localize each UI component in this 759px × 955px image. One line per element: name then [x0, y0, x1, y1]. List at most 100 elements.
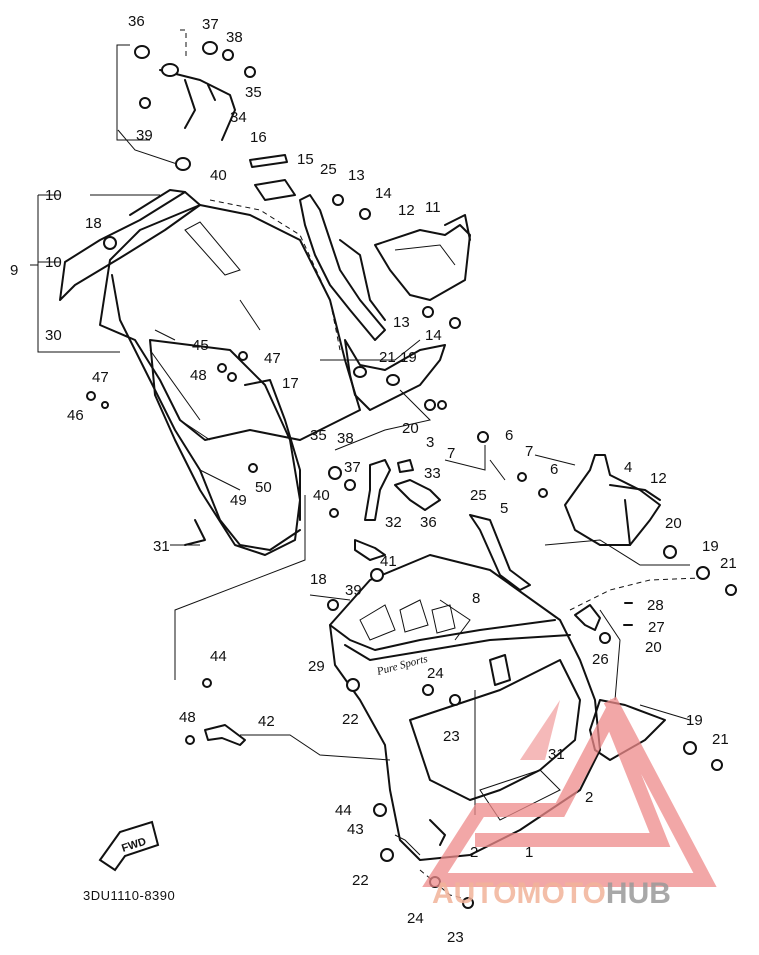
callout-label: 27 [648, 619, 665, 636]
callout-label: 25 [320, 161, 337, 178]
callout-label: 7 [447, 445, 455, 462]
callout-label: 42 [258, 713, 275, 730]
part-pipe-25 [299, 194, 386, 341]
callout-label: 25 [470, 487, 487, 504]
callout-label: 44 [335, 802, 352, 819]
part-clip-42 [204, 724, 246, 746]
callout-label: 47 [92, 369, 109, 386]
callout-label: 48 [190, 367, 207, 384]
fwd-arrow: FWD [98, 820, 160, 872]
callout-label: 23 [447, 929, 464, 946]
callout-label: 24 [407, 910, 424, 927]
callout-label: 12 [650, 470, 667, 487]
callout-label: 11 [425, 199, 441, 216]
part-bracket-26-27-28 [574, 602, 633, 631]
callout-label: 14 [375, 185, 392, 202]
callout-label: 8 [472, 590, 480, 607]
callout-label: 5 [500, 500, 508, 517]
decal-text: Pure Sports [375, 653, 429, 678]
callout-label: 23 [443, 728, 460, 745]
callout-label: 30 [45, 327, 62, 344]
callout-label: 39 [345, 582, 362, 599]
callout-label: 38 [337, 430, 354, 447]
callout-label: 43 [347, 821, 364, 838]
callout-label: 37 [202, 16, 219, 33]
callout-label: 45 [192, 337, 209, 354]
callout-label: 39 [136, 127, 153, 144]
callout-label: 32 [385, 514, 402, 531]
part-plate-15-16 [249, 154, 296, 201]
callout-label: 37 [344, 459, 361, 476]
callout-label: 31 [548, 746, 565, 763]
callout-label: 20 [645, 639, 662, 656]
callout-label: 2 [585, 789, 593, 806]
callout-label: 36 [128, 13, 145, 30]
watermark-text-2: HUB [606, 877, 671, 910]
part-hoses-32-33-41 [354, 459, 531, 591]
callout-label: 31 [153, 538, 170, 555]
part-small-fasteners [86, 194, 737, 909]
callout-label: 40 [210, 167, 227, 184]
callout-label: 49 [230, 492, 247, 509]
callout-label: 21 [712, 731, 729, 748]
part-duct-11-12 [374, 214, 471, 301]
part-windshield-10 [59, 189, 201, 301]
callout-label: 13 [348, 167, 365, 184]
callout-label: 18 [85, 215, 102, 232]
callout-label: 19 [686, 712, 703, 729]
callout-label: 18 [310, 571, 327, 588]
callout-label: 16 [250, 129, 267, 146]
callout-label: 15 [297, 151, 314, 168]
callout-label: 10 [45, 187, 62, 204]
callout-label: 10 [45, 254, 62, 271]
callout-label: 1 [525, 844, 533, 861]
callout-label: 9 [10, 262, 18, 279]
callout-label: 2 [470, 844, 478, 861]
callout-label: 21 [379, 349, 396, 366]
callout-label: 41 [380, 553, 397, 570]
callout-label: 46 [67, 407, 84, 424]
callout-label: 22 [352, 872, 369, 889]
callout-label: 35 [310, 427, 327, 444]
callout-label: 44 [210, 648, 227, 665]
callout-label: 20 [402, 420, 419, 437]
callout-label: 33 [424, 465, 441, 482]
callout-label: 4 [624, 459, 632, 476]
callout-label: 47 [264, 350, 281, 367]
svg-text:AUTOMOTOHUB: AUTOMOTOHUB [432, 877, 671, 910]
callout-label: 29 [308, 658, 325, 675]
callout-label: 19 [400, 349, 417, 366]
callout-label: 28 [647, 597, 664, 614]
drawing-code: 3DU1110-8390 [83, 888, 175, 903]
callout-label: 6 [550, 461, 558, 478]
callout-label: 21 [720, 555, 737, 572]
callout-label: 24 [427, 665, 444, 682]
leader-lines [30, 29, 701, 901]
part-duct-4-12-right [564, 454, 661, 546]
callout-label: 20 [665, 515, 682, 532]
callout-label: 13 [393, 314, 410, 331]
callout-label: 38 [226, 29, 243, 46]
callout-label: 35 [245, 84, 262, 101]
callout-label: 7 [525, 443, 533, 460]
callout-label: 26 [592, 651, 609, 668]
callout-label: 40 [313, 487, 330, 504]
callout-label: 34 [230, 109, 247, 126]
callout-label: 19 [702, 538, 719, 555]
part-bracket-34 [134, 41, 256, 171]
watermark-triangle-icon [422, 696, 717, 887]
watermark-text-1: AUTOMOTO [432, 877, 606, 910]
callout-label: 48 [179, 709, 196, 726]
callout-label: 17 [282, 375, 299, 392]
callout-label: 3 [426, 434, 434, 451]
part-bracket-19-21 [344, 339, 446, 411]
callout-label: 22 [342, 711, 359, 728]
callout-label: 14 [425, 327, 442, 344]
callout-label: 50 [255, 479, 272, 496]
callout-label: 12 [398, 202, 415, 219]
callout-label: 6 [505, 427, 513, 444]
callout-label: 36 [420, 514, 437, 531]
watermark-logo: AUTOMOTOHUB [422, 696, 717, 910]
callouts: 36 37 38 35 34 39 16 40 15 25 13 14 10 1… [10, 13, 737, 946]
